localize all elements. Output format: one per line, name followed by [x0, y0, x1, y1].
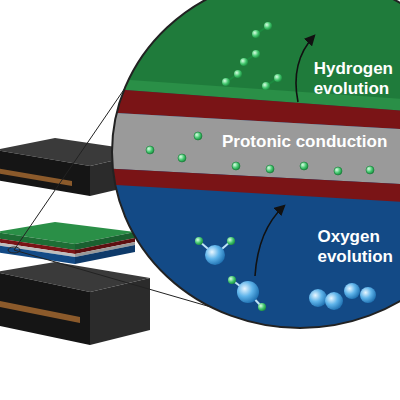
o-atom [344, 283, 360, 299]
proton [366, 166, 374, 174]
h-atom [228, 276, 236, 284]
hydrogen-atoms [222, 22, 282, 90]
h-atom [252, 50, 260, 58]
h-atom [258, 303, 266, 311]
blue-layer-side [75, 245, 135, 264]
zoom-line [14, 88, 125, 250]
plate-stripe [0, 300, 80, 323]
layer-band: Protonic conduction [220, 131, 389, 153]
catalyst-layer [100, 168, 400, 203]
plate-front-face [0, 272, 90, 345]
gas-arrow [255, 206, 284, 276]
bottom-end-plate [0, 262, 150, 345]
oxygen-molecules [309, 283, 376, 310]
h-atom [264, 22, 272, 30]
proton [194, 132, 202, 140]
h-atom [234, 70, 242, 78]
h-atom [195, 237, 203, 245]
zoom-marker [8, 247, 20, 253]
plate-side-face [90, 278, 150, 345]
proton [146, 146, 154, 154]
gas-arrow [296, 36, 314, 102]
proton [266, 165, 274, 173]
layer-band: Oxygen evolution [315, 226, 395, 269]
proton [334, 167, 342, 175]
o-atom [360, 287, 376, 303]
h-atom [222, 78, 230, 86]
h-atom [262, 82, 270, 90]
layer-label: Protonic conduction [222, 132, 387, 152]
h-atom [252, 30, 260, 38]
plate-front-face [0, 150, 90, 196]
proton [178, 154, 186, 162]
proton [300, 162, 308, 170]
o-atom [325, 292, 343, 310]
h-atom [227, 237, 235, 245]
plate-stripe [0, 168, 72, 186]
layer-label: Oxygen evolution [317, 227, 393, 268]
h-atom [240, 58, 248, 66]
o-atom [205, 245, 225, 265]
o-atom [309, 289, 327, 307]
layer-band: Hydrogen evolution [312, 58, 395, 101]
hydrogen-molecules [226, 26, 278, 86]
zoom-circle [112, 0, 400, 328]
o-atom [237, 281, 259, 303]
proton [232, 162, 240, 170]
blue-layer-front [0, 245, 75, 264]
h-atom [274, 74, 282, 82]
cell-layers [0, 222, 135, 264]
layer-label: Hydrogen evolution [314, 59, 393, 100]
